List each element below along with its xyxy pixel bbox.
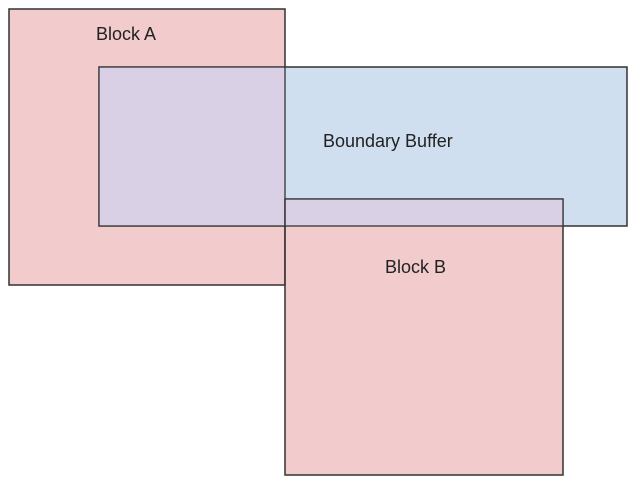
boundary-buffer-outline <box>98 66 628 227</box>
boundary-buffer-label: Boundary Buffer <box>323 131 453 151</box>
block-b-rect <box>284 198 564 476</box>
block-a-buffer-overlap <box>99 67 285 226</box>
block-a-label: Block A <box>96 24 156 44</box>
block-b-label: Block B <box>385 257 446 277</box>
block-b-outline <box>284 198 564 476</box>
block-b-buffer-overlap <box>285 199 563 226</box>
block-a-outline <box>8 8 286 286</box>
